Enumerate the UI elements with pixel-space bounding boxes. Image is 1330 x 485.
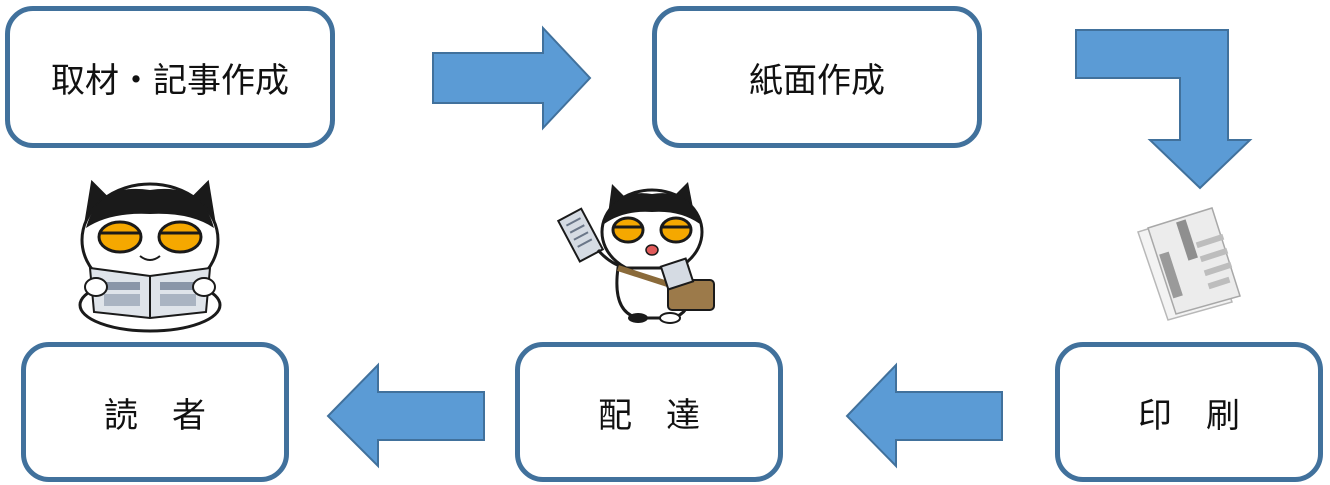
left-arrow-icon [845, 362, 1003, 469]
newspaper-stack-icon [1137, 207, 1241, 321]
step-label: 印 刷 [1138, 395, 1240, 436]
step-label: 取材・記事作成 [51, 60, 289, 101]
step-box-reader: 読 者 [21, 342, 289, 482]
step-box-printing: 印 刷 [1055, 342, 1323, 482]
bent-down-arrow-icon [1075, 29, 1253, 190]
cat-reading-newspaper-icon [78, 179, 222, 333]
cat-delivery-icon [556, 182, 715, 324]
step-label: 紙面作成 [749, 60, 885, 101]
step-box-delivery: 配 達 [515, 342, 783, 482]
step-label: 配 達 [598, 395, 700, 436]
right-arrow-icon [432, 25, 592, 131]
step-box-news-gathering: 取材・記事作成 [5, 6, 335, 148]
left-arrow-icon [326, 362, 485, 469]
step-label: 読 者 [104, 395, 206, 436]
step-box-layout: 紙面作成 [652, 6, 982, 148]
